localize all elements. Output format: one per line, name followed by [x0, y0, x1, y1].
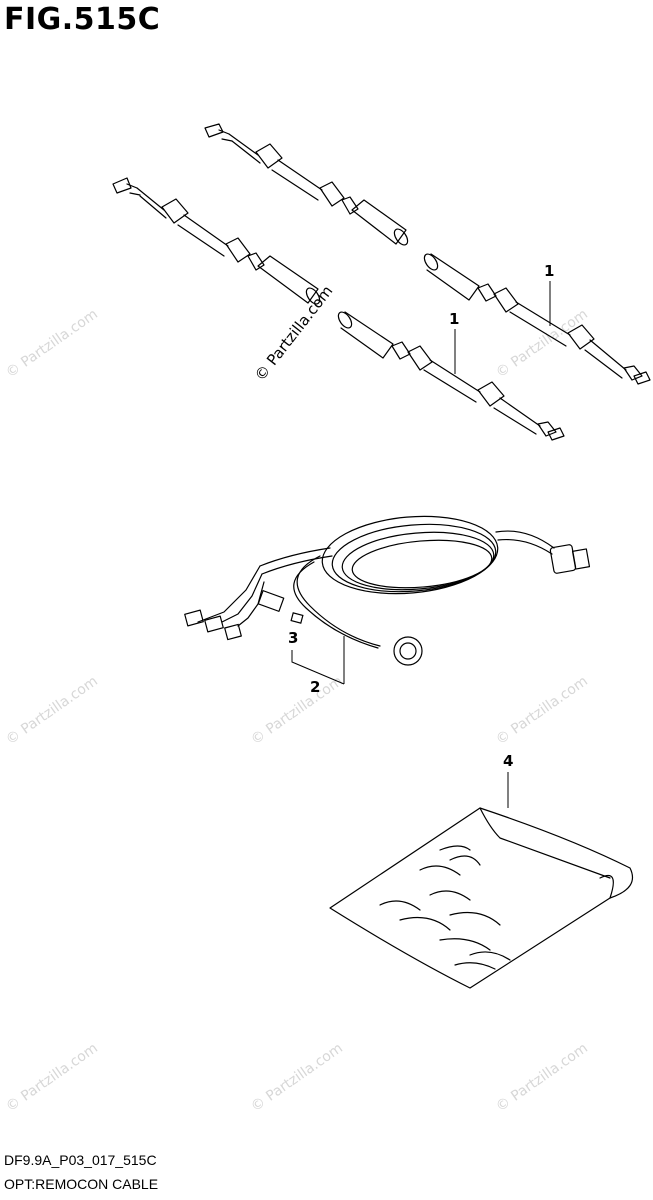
- figure-title: FIG.515C: [4, 2, 161, 37]
- cable-right-c: [423, 253, 651, 385]
- figure-name: OPT:REMOCON CABLE: [4, 1176, 159, 1192]
- clip-part: [290, 612, 304, 624]
- callout-3: 3: [288, 629, 298, 647]
- watermark-text: © Partzilla.com: [248, 673, 346, 748]
- cable-upper-a: [204, 123, 409, 246]
- watermark-text: © Partzilla.com: [3, 673, 101, 748]
- figure-code: DF9.9A_P03_017_515C: [4, 1152, 157, 1168]
- remocon-cable-assembly: [112, 123, 651, 441]
- watermark-text-dark: © Partzilla.com: [251, 282, 336, 384]
- cable-upper-b: [112, 177, 321, 305]
- watermark-text: © Partzilla.com: [3, 1040, 101, 1115]
- watermark-text: © Partzilla.com: [493, 673, 591, 748]
- watermark-text: © Partzilla.com: [493, 1040, 591, 1115]
- callout-1-group: 1 1: [449, 262, 554, 374]
- watermark-text: © Partzilla.com: [248, 1040, 346, 1115]
- watermark-group: © Partzilla.com © Partzilla.com © Partzi…: [3, 282, 591, 1115]
- watermark-text: © Partzilla.com: [3, 306, 101, 381]
- remocon-harness: [184, 515, 591, 666]
- callout-2: 2: [310, 678, 320, 696]
- callout-4-group: 4: [503, 752, 513, 808]
- cable-lower-d: [337, 311, 565, 441]
- callout-1-right: 1: [544, 262, 554, 280]
- callout-2-3-group: 3 2: [288, 629, 345, 696]
- callout-4: 4: [503, 752, 513, 770]
- bag-kit: [329, 807, 634, 989]
- callout-1-lower: 1: [449, 310, 459, 328]
